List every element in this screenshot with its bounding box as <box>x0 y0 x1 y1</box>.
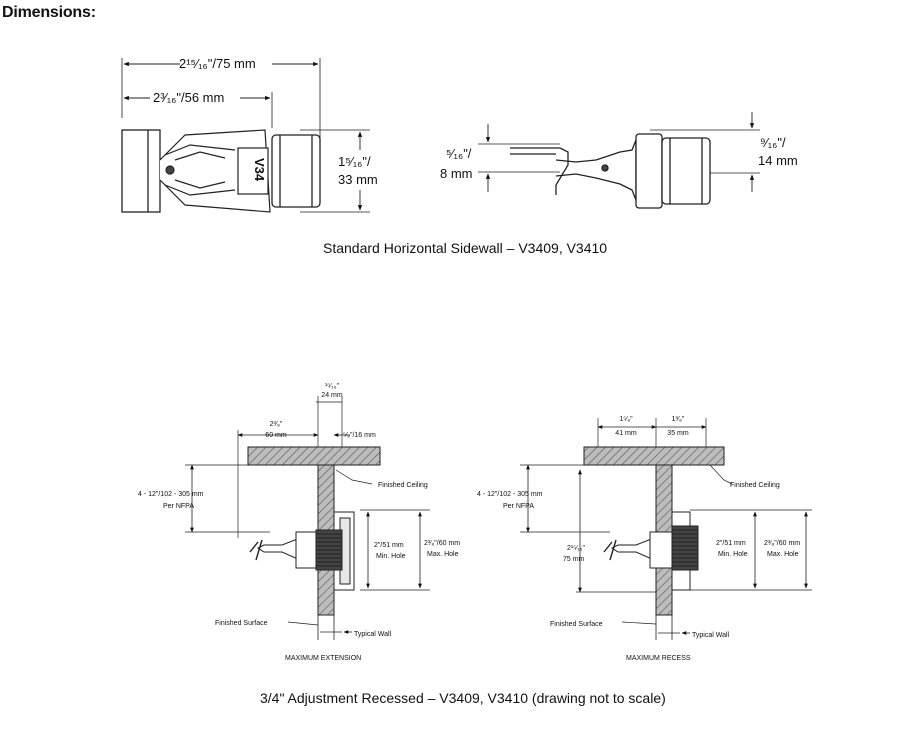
recess-sprinkler-body <box>603 525 699 571</box>
maximum-recess-drawing: 1⁵⁄₈" 41 mm 1³⁄₈" 35 mm Finished Ceiling… <box>477 416 812 662</box>
rec-max-hole-b: Max. Hole <box>767 551 799 558</box>
ext-wall-label: Typical Wall <box>354 631 392 638</box>
dim-partial: 2³⁄₁₆"/56 mm <box>153 90 224 105</box>
ext-range-b: Per NFPA <box>163 503 194 510</box>
deflector-dim-a: ⁵⁄₁₆"/ <box>446 146 472 161</box>
dim-height-a: 1⁵⁄₁₆"/ <box>338 154 371 169</box>
top-right-sprinkler-view: ⁵⁄₁₆"/ 8 mm ⁹⁄₁₆"/ 14 mm <box>440 112 798 209</box>
rec-dim-b1: 1³⁄₈" <box>672 416 685 423</box>
sprinkler-body <box>249 529 343 571</box>
ext-min-hole-b: Min. Hole <box>376 553 406 560</box>
frame-arms <box>159 129 271 213</box>
rec-min-hole-b: Min. Hole <box>718 551 748 558</box>
ext-min-hole-a: 2"/51 mm <box>374 542 404 549</box>
threaded-body <box>271 134 321 208</box>
deflector-plate <box>121 129 161 213</box>
rec-dim-b2: 35 mm <box>667 430 689 437</box>
ext-dim-left-b: 60 mm <box>265 432 287 439</box>
ext-dim-top-a: ¹⁵⁄₁₆" <box>325 383 340 390</box>
rec-dim-a1: 1⁵⁄₈" <box>619 416 633 423</box>
dim-overall: 2¹⁵⁄₁₆"/75 mm <box>179 56 256 71</box>
rec-wall-label: Typical Wall <box>692 632 730 639</box>
rec-side-dim-b: 75 mm <box>563 556 585 563</box>
rec-surface-label: Finished Surface <box>550 621 603 628</box>
ext-max-hole-b: Max. Hole <box>427 551 459 558</box>
ext-max-hole-a: 2³⁄₈"/60 mm <box>424 540 460 547</box>
side-frame <box>595 139 637 201</box>
side-threaded-body <box>635 133 711 209</box>
ext-dim-left-a: 2³⁄₈" <box>270 421 283 428</box>
rec-title: MAXIMUM RECESS <box>626 655 691 662</box>
rec-range-a: 4 - 12"/102 - 305 mm <box>477 491 543 498</box>
ceiling-slab <box>247 446 381 466</box>
dim-height-b: 33 mm <box>338 172 378 187</box>
ceiling-slab-recess <box>583 446 725 466</box>
ext-dim-top-b: 24 mm <box>321 392 343 399</box>
rec-range-b: Per NFPA <box>503 503 534 510</box>
deflector-dim-b: 8 mm <box>440 166 473 181</box>
ext-dim-right: ⁵⁄₈"/16 mm <box>343 432 376 439</box>
ext-range-a: 4 - 12"/102 - 305 mm <box>138 491 204 498</box>
rec-dim-a2: 41 mm <box>615 430 637 437</box>
top-left-sprinkler-view: 2¹⁵⁄₁₆"/75 mm 2³⁄₁₆"/56 mm 1⁵⁄₁₆"/ 33 mm… <box>121 56 378 213</box>
maximum-extension-drawing: ¹⁵⁄₁₆" 24 mm 2³⁄₈" 60 mm ⁵⁄₈"/16 mm Fini… <box>138 383 460 662</box>
section-heading: Dimensions: <box>2 4 96 21</box>
ext-surface-label: Finished Surface <box>215 620 268 627</box>
ext-ceiling-label: Finished Ceiling <box>378 482 428 489</box>
frame-mark: V34 <box>252 158 267 182</box>
rec-max-hole-a: 2³⁄₈"/60 mm <box>764 540 800 547</box>
rec-ceiling-label: Finished Ceiling <box>730 482 780 489</box>
ext-title: MAXIMUM EXTENSION <box>285 655 361 662</box>
bottom-caption: 3/4" Adjustment Recessed – V3409, V3410 … <box>260 690 666 706</box>
offset-dim-b: 14 mm <box>758 153 798 168</box>
rec-min-hole-a: 2"/51 mm <box>716 540 746 547</box>
extension-lines <box>121 58 370 213</box>
offset-dim-a: ⁹⁄₁₆"/ <box>760 135 786 150</box>
top-caption: Standard Horizontal Sidewall – V3409, V3… <box>323 240 608 256</box>
rec-side-dim-a: 2¹⁵⁄₁₆" <box>567 545 585 552</box>
side-deflector <box>510 147 597 195</box>
